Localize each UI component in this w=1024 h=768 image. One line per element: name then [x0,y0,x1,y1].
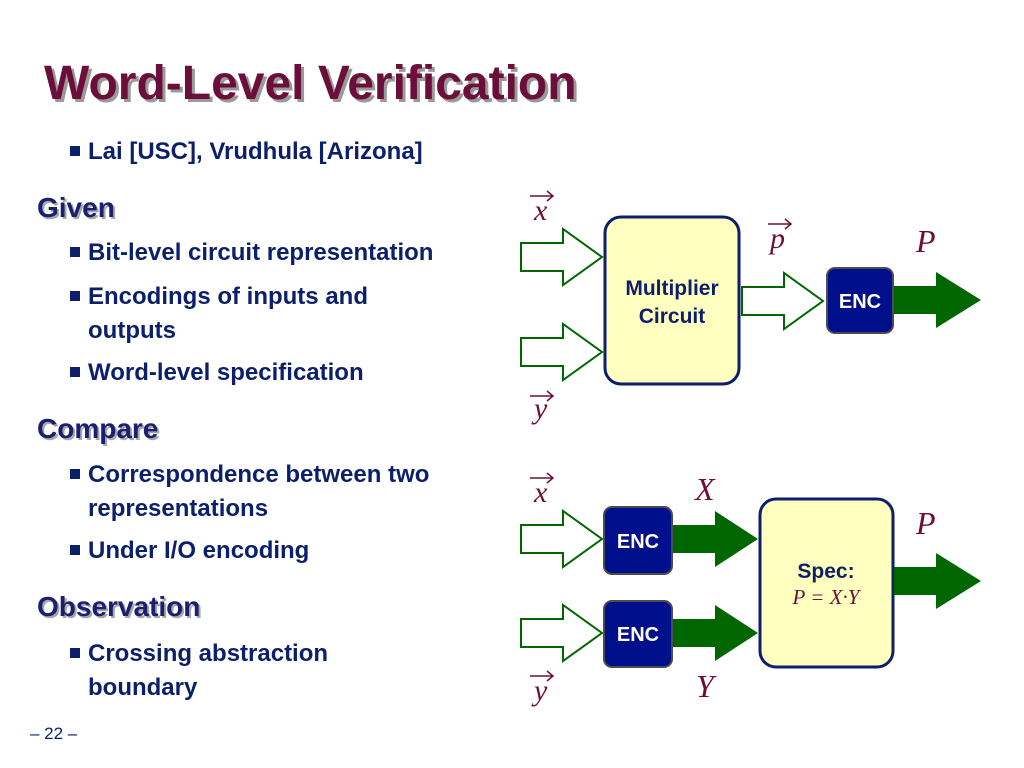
authors-text: Lai [USC], Vrudhula [Arizona] [88,138,423,165]
section-heading-observation: Observation [37,591,201,622]
given-item-3-text: Word-level specification [88,359,364,386]
vector-p-text: p [768,222,785,255]
compare-item-1-cont: representations [88,495,269,522]
compare-item-2-text: Under I/O encoding [88,537,310,564]
input-arrow-y-bottom [520,603,604,663]
bit-output-arrow [741,271,825,331]
word-X-label: X [693,471,716,507]
vector-x-top-label: x [530,190,555,227]
enc-box-top [826,267,894,334]
multiplier-circuit-box [603,215,741,386]
given-item-2-text: Encodings of inputs and [88,283,368,310]
word-output-arrow-bottom [894,553,981,609]
word-P-bottom-label: P [915,505,936,541]
input-arrow-x-top [520,227,604,287]
vector-p-label: p [768,218,793,255]
multiplier-label-line1: Multiplier [625,277,718,300]
spec-label: Spec: [797,560,854,583]
enc-y-label: ENC [617,624,659,646]
word-P-top-label: P [915,223,936,259]
observation-item-1: Crossing abstraction boundary [70,637,500,705]
enc-x-label: ENC [617,531,659,553]
observation-item-1-text: Crossing abstraction [88,640,329,667]
word-Y-label: Y [696,668,717,704]
word-arrow-X [673,511,758,567]
bullet-square-icon [70,648,80,658]
slide-number: – 22 – [30,724,78,743]
bullet-square-icon [70,247,80,257]
enc-label-top: ENC [839,291,881,313]
vector-y-bottom-text: y [531,674,548,707]
word-arrow-Y [673,605,758,661]
compare-item-2: Under I/O encoding [70,534,500,568]
spec-formula: P = X·Y [792,585,862,609]
bullet-square-icon [70,367,80,377]
given-item-1-text: Bit-level circuit representation [88,239,434,266]
input-arrow-y-top [520,322,604,382]
slide-title: Word-Level Verification [44,57,577,110]
bullet-square-icon [70,291,80,301]
bullet-square-icon [70,469,80,479]
bullet-square-icon [70,146,80,156]
spec-box [758,497,895,669]
section-heading-compare: Compare [37,413,159,444]
given-item-2-cont: outputs [88,317,176,344]
input-arrow-x-bottom [520,509,604,569]
compare-item-1-text: Correspondence between two [88,461,430,488]
compare-item-1: Correspondence between two representatio… [70,458,500,526]
enc-box-x [603,506,673,575]
multiplier-label-line2: Circuit [639,305,706,328]
vector-x-top-text: x [533,194,548,227]
observation-item-1-cont: boundary [88,674,198,701]
vector-y-top-label: y [530,390,555,425]
vector-x-bottom-text: x [533,476,548,509]
section-heading-given: Given [37,192,115,223]
bullet-square-icon [70,545,80,555]
given-item-3: Word-level specification [70,356,500,390]
enc-box-y [603,600,673,668]
given-item-1: Bit-level circuit representation [70,236,500,270]
authors-bullet: Lai [USC], Vrudhula [Arizona] [70,138,423,166]
vector-y-top-text: y [531,392,548,425]
vector-x-bottom-label: x [530,472,555,509]
given-item-2: Encodings of inputs and outputs [70,280,500,348]
word-output-arrow-top [894,272,981,328]
vector-y-bottom-label: y [530,670,555,707]
